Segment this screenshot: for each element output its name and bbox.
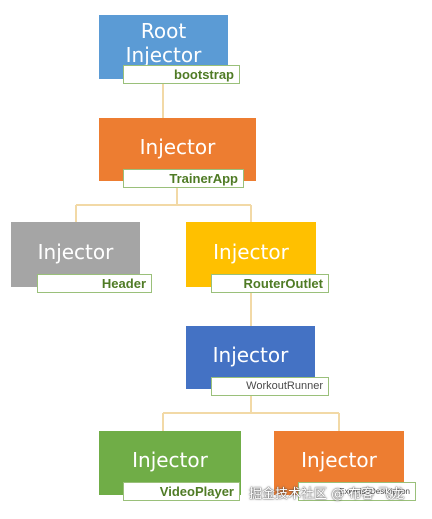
- root-injector-title-line1: Root: [140, 19, 187, 43]
- router-outlet-tag: RouterOutlet: [211, 274, 329, 293]
- bootstrap-tag: bootstrap: [123, 65, 240, 84]
- router-outlet-injector-title: Injector: [213, 240, 289, 264]
- watermark-text: 掘金技术社区 @ 布客 飞龙: [249, 487, 405, 502]
- exercise-description-injector-title: Injector: [301, 448, 377, 472]
- header-tag: Header: [37, 274, 152, 293]
- video-player-tag: VideoPlayer: [123, 482, 240, 501]
- trainer-app-tag: TrainerApp: [123, 169, 244, 188]
- root-injector-title-line2: Injector: [125, 43, 202, 67]
- workout-runner-tag: WorkoutRunner: [211, 377, 329, 396]
- video-player-injector-title: Injector: [132, 448, 208, 472]
- header-injector-title: Injector: [37, 240, 114, 264]
- exercise-description-tag: ExerciseDescription: [298, 482, 416, 501]
- workout-runner-injector-title: Injector: [212, 343, 289, 367]
- trainer-app-injector-title: Injector: [139, 135, 216, 159]
